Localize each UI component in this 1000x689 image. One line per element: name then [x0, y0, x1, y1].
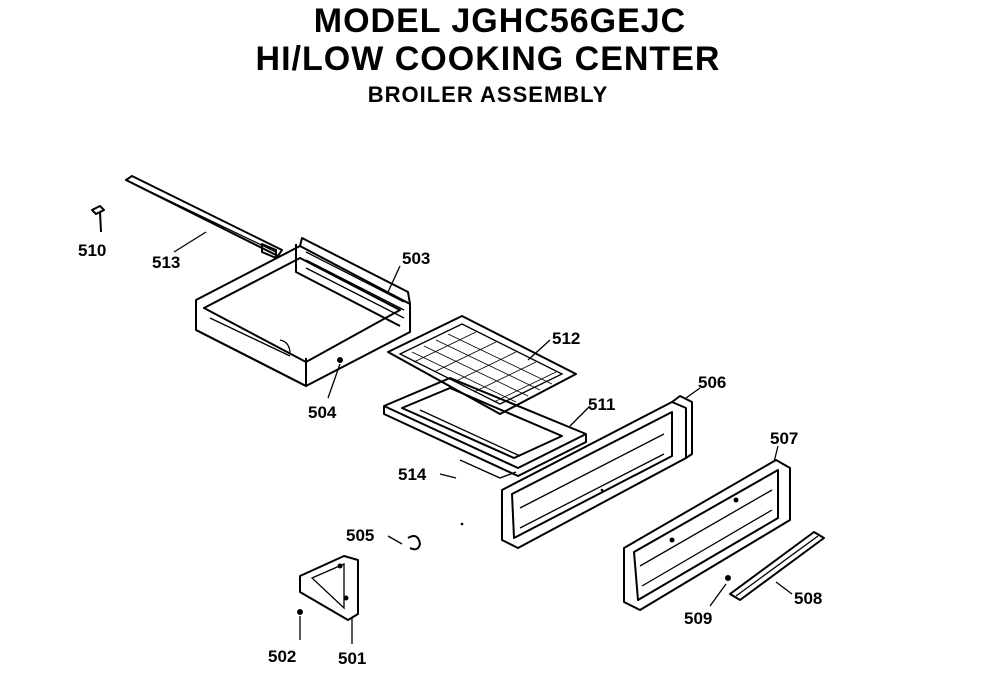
- leader-504: [327, 363, 341, 399]
- label-510: 510: [78, 241, 106, 260]
- label-504: 504: [308, 403, 337, 422]
- part-501-bracket: [299, 555, 359, 621]
- leader-509: [709, 583, 727, 607]
- label-503: 503: [402, 249, 430, 268]
- part-510-screw: [91, 205, 105, 233]
- label-509: 509: [684, 609, 712, 628]
- label-501: 501: [338, 649, 366, 668]
- leader-505: [387, 535, 403, 545]
- leader-506: [685, 387, 701, 399]
- part-508-handle: [729, 531, 825, 601]
- leader-507: [773, 445, 779, 463]
- leader-514: [439, 473, 457, 479]
- part-502-screw: [297, 609, 303, 640]
- label-513: 513: [152, 253, 180, 272]
- scan-speck: [600, 488, 604, 492]
- label-511: 511: [588, 395, 615, 414]
- leader-512: [527, 339, 551, 361]
- label-512: 512: [552, 329, 580, 348]
- model-title: MODEL JGHC56GEJC: [313, 2, 687, 40]
- leader-503: [387, 265, 401, 293]
- part-513-rail: [125, 175, 283, 259]
- part-511-broiler-pan: [383, 377, 587, 479]
- label-506: 506: [698, 373, 726, 392]
- label-508: 508: [794, 589, 822, 608]
- label-502: 502: [268, 647, 296, 666]
- part-512-broiler-grid: [387, 315, 577, 415]
- part-507-outer-panel: [623, 459, 791, 611]
- part-503-broiler-drawer: [195, 237, 411, 387]
- scan-speck: [460, 522, 464, 526]
- label-505: 505: [346, 526, 374, 545]
- leader-513: [173, 231, 207, 253]
- part-506-drawer-front: [501, 395, 693, 549]
- product-title: HI/LOW COOKING CENTER: [255, 40, 721, 78]
- label-514: 514: [398, 465, 427, 484]
- leader-508: [775, 581, 793, 595]
- leader-511: [569, 405, 591, 427]
- label-507: 507: [770, 429, 798, 448]
- part-509-screw: [725, 575, 731, 581]
- part-505-clip: [407, 535, 421, 551]
- assembly-title: BROILER ASSEMBLY: [367, 82, 609, 107]
